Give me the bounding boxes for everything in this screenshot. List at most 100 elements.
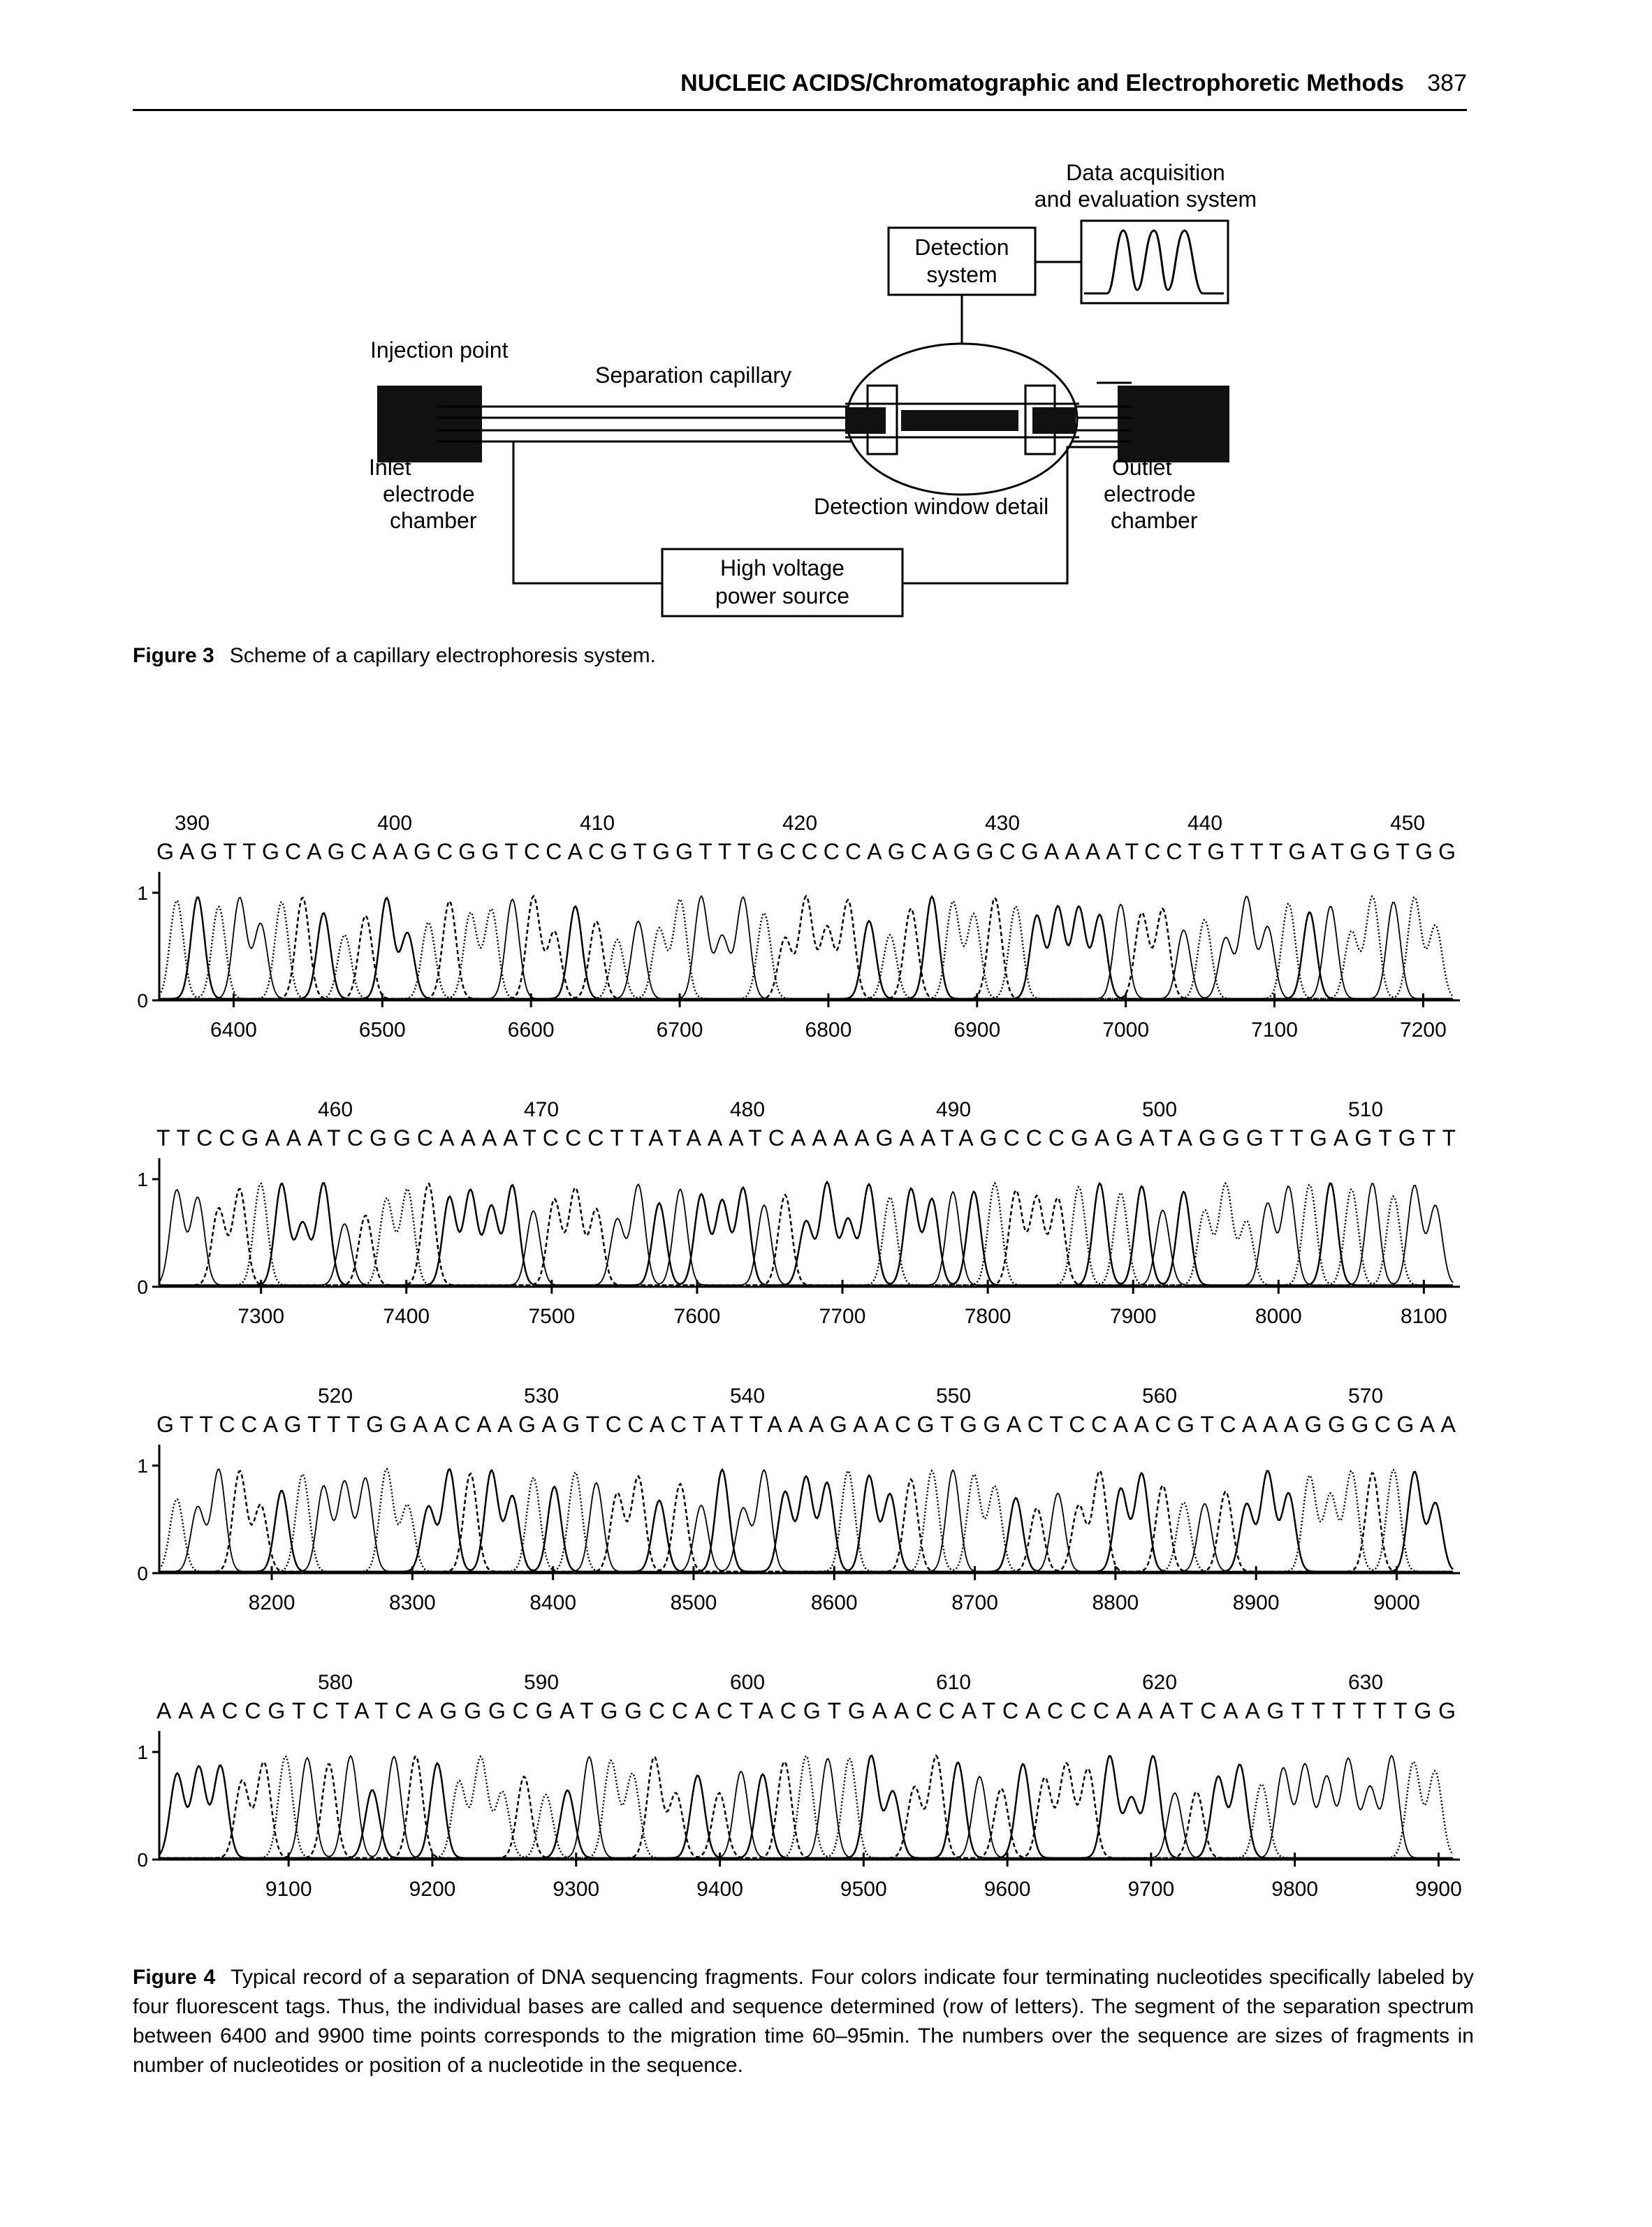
x-tick-label: 8900 (1233, 1591, 1280, 1614)
x-tick-label: 9100 (265, 1878, 312, 1901)
y-tick-label: 1 (137, 1742, 148, 1763)
x-tick-label: 9400 (696, 1878, 743, 1901)
x-tick-label: 9700 (1127, 1878, 1174, 1901)
label-separation-capillary: Separation capillary (595, 363, 791, 388)
label-high-voltage: High voltage (720, 555, 845, 581)
figure3-caption-label: Figure 3 (133, 644, 214, 667)
outlet-chamber (1118, 386, 1229, 462)
x-tick-label: 9000 (1373, 1591, 1420, 1614)
y-tick-label: 1 (137, 1169, 148, 1190)
sequence-position-label: 430 (985, 812, 1020, 835)
figure3-caption-text: Scheme of a capillary electrophoresis sy… (229, 644, 656, 667)
figure3-caption: Figure 3 Scheme of a capillary electropho… (133, 641, 1460, 671)
sequence-position-label: 570 (1348, 1385, 1383, 1408)
running-header: NUCLEIC ACIDS/Chromatographic and Electr… (133, 70, 1467, 111)
x-tick-label: 7900 (1110, 1305, 1157, 1328)
base-call-sequence: TTCCGAAATCGGCAAAATCCCTTATAAATCAAAAGAATAG… (156, 1125, 1456, 1151)
sequence-position-label: 630 (1348, 1671, 1383, 1694)
data-acquisition-box (1080, 219, 1229, 305)
x-tick-label: 9600 (984, 1878, 1031, 1901)
running-title: NUCLEIC ACIDS/Chromatographic and Electr… (680, 70, 1404, 96)
label-outlet-3: chamber (1111, 508, 1198, 533)
sequence-position-label: 600 (730, 1671, 765, 1694)
sequence-position-label: 500 (1142, 1098, 1177, 1121)
x-tick-label: 6500 (359, 1018, 406, 1042)
label-data-acquisition: Data acquisition (1066, 160, 1225, 185)
label-high-voltage-2: power source (715, 583, 849, 608)
base-call-sequence: AAACCGTCTATCAGGGCGATGGCCACTACGTGAACCATCA… (156, 1698, 1456, 1723)
x-tick-label: 9200 (409, 1878, 456, 1901)
sequence-position-label: 390 (175, 812, 210, 835)
label-inlet: Inlet (369, 455, 411, 480)
sequence-position-label: 530 (524, 1385, 559, 1408)
trace-C-line (159, 1469, 1453, 1572)
label-detection-2: system (926, 262, 997, 287)
x-tick-label: 9800 (1271, 1878, 1318, 1901)
window-coating-left (845, 407, 886, 434)
trace-T-line (159, 1183, 1454, 1286)
trace-C-line (159, 1754, 1453, 1859)
data-acquisition-peaks (1084, 229, 1224, 295)
sequence-position-label: 460 (318, 1098, 353, 1121)
x-tick-label: 8400 (529, 1591, 576, 1614)
x-tick-label: 6900 (953, 1018, 1000, 1042)
x-tick-label: 8600 (811, 1591, 858, 1614)
x-tick-label: 7500 (528, 1305, 575, 1328)
hv-wire-outlet (902, 446, 1118, 585)
base-call-sequence: GAGTTGCAGCAAGCGGTCCACGTGGTTTGCCCCAGCAGGC… (156, 839, 1456, 864)
window-coating-right (1032, 407, 1076, 434)
label-detection-window: Detection window detail (814, 494, 1048, 519)
sequence-position-label: 620 (1142, 1671, 1177, 1694)
x-tick-label: 9500 (840, 1878, 887, 1901)
x-tick-label: 7600 (674, 1305, 721, 1328)
y-tick-label: 0 (137, 990, 148, 1012)
figure3-diagram: Data acquisition and evaluation system D… (369, 160, 1257, 618)
trace-A-line (158, 1754, 1453, 1859)
electropherogram-panel-4: 580 590 600 610 620 630AAACCGTCTATCAGGGCGATGG… (137, 1671, 1462, 1901)
x-tick-label: 6700 (657, 1018, 703, 1042)
y-tick-label: 1 (137, 1455, 148, 1477)
x-tick-label: 7700 (819, 1305, 866, 1328)
label-inlet-2: electrode (383, 481, 475, 506)
x-tick-label: 8700 (951, 1591, 998, 1614)
page-number: 387 (1427, 70, 1467, 96)
x-tick-label: 6400 (210, 1018, 257, 1042)
x-tick-label: 7400 (383, 1305, 430, 1328)
y-tick-label: 0 (137, 1276, 148, 1298)
label-data-acquisition-2: and evaluation system (1035, 187, 1257, 212)
x-tick-label: 7800 (965, 1305, 1011, 1328)
y-tick-label: 0 (137, 1849, 148, 1871)
x-tick-label: 8300 (389, 1591, 436, 1614)
sequence-position-label: 440 (1187, 812, 1222, 835)
trace-T-line (159, 895, 1453, 1000)
label-detection: Detection (914, 235, 1009, 260)
x-tick-label: 7000 (1102, 1018, 1149, 1042)
label-injection-point: Injection point (370, 337, 509, 363)
sequence-position-label: 540 (730, 1385, 765, 1408)
figure4-caption-text: Typical record of a separation of DNA se… (133, 1966, 1474, 2077)
window-coating-mid (901, 410, 1018, 431)
inlet-chamber (377, 386, 482, 462)
sequence-position-label: 450 (1390, 812, 1425, 835)
x-tick-label: 8000 (1255, 1305, 1302, 1328)
sequence-position-label: 520 (318, 1385, 353, 1408)
sequence-position-label: 560 (1142, 1385, 1177, 1408)
sequence-position-label: 590 (524, 1671, 559, 1694)
sequence-position-label: 610 (936, 1671, 971, 1694)
trace-T-line (159, 1468, 1453, 1572)
x-tick-label: 9900 (1415, 1878, 1462, 1901)
sequence-position-label: 580 (318, 1671, 353, 1694)
hv-wire-inlet (482, 440, 662, 585)
x-tick-label: 6800 (805, 1018, 852, 1042)
x-tick-label: 8200 (249, 1591, 295, 1614)
trace-G-line (159, 1467, 1453, 1572)
x-tick-label: 8500 (671, 1591, 717, 1614)
sequence-position-label: 490 (936, 1098, 971, 1121)
x-tick-label: 8800 (1092, 1591, 1139, 1614)
label-outlet-2: electrode (1104, 481, 1196, 506)
sequence-position-label: 420 (782, 812, 817, 835)
y-tick-label: 0 (137, 1563, 148, 1584)
